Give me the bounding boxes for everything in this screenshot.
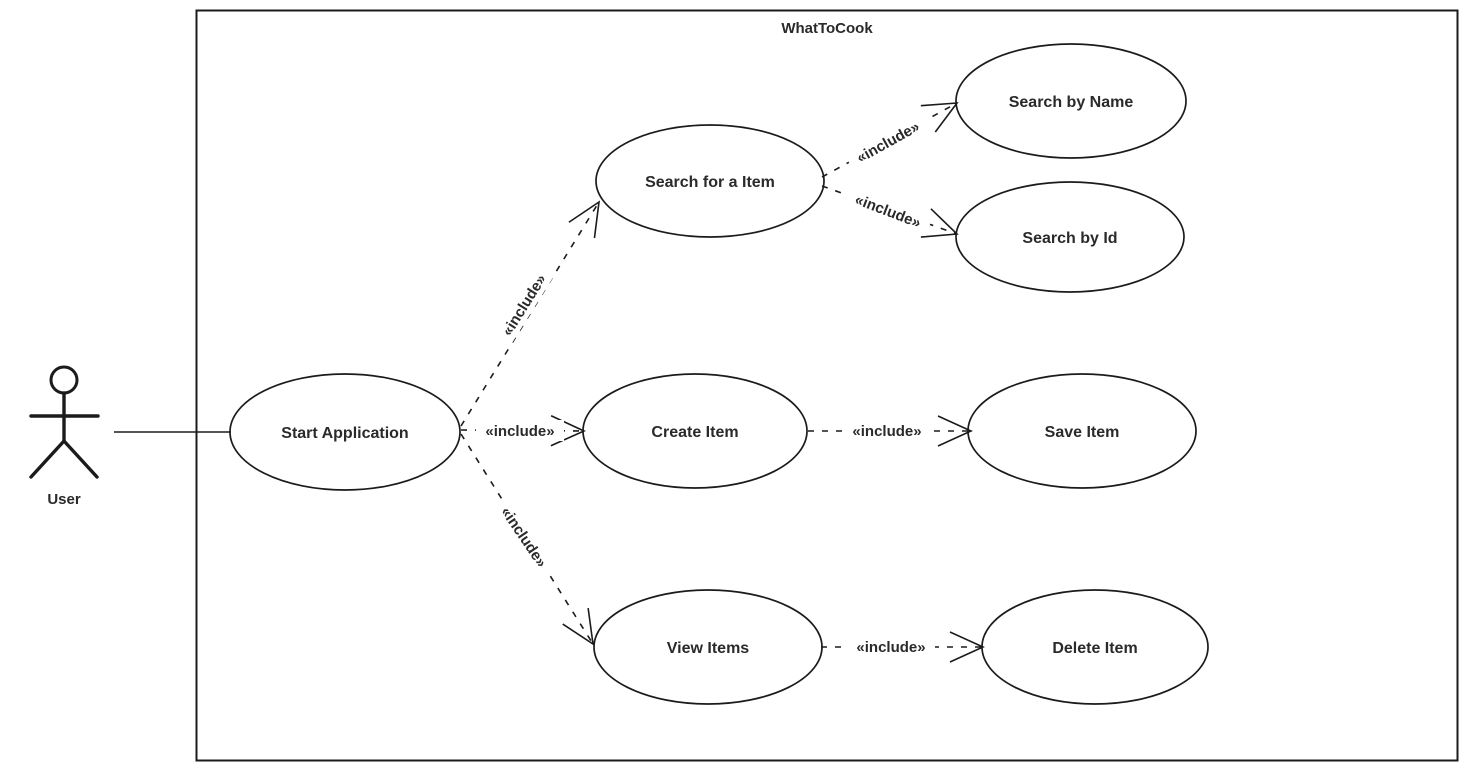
label-bg — [843, 420, 931, 441]
use-case-label: Search for a Item — [645, 174, 775, 191]
use-case-label: Start Application — [281, 425, 408, 442]
label-bg — [491, 494, 558, 580]
use-case-start-application: Start Application — [229, 373, 461, 491]
include-label-text: «include» — [856, 639, 925, 656]
actor-label: User — [47, 491, 81, 508]
label-bg — [844, 111, 932, 173]
ellipse — [595, 124, 825, 238]
include-label: «include» — [476, 420, 564, 441]
use-case-search-by-id: Search by Id — [955, 181, 1185, 293]
use-case-label: View Items — [667, 640, 750, 657]
use-case-label: Search by Name — [1009, 94, 1134, 111]
include-label-text: «include» — [485, 423, 554, 440]
use-case-label: Create Item — [651, 424, 738, 441]
use-case-search-for-a-item: Search for a Item — [595, 124, 825, 238]
ellipse — [955, 43, 1187, 159]
label-bg — [491, 261, 556, 348]
label-bg — [843, 184, 934, 237]
include-label: «include» — [847, 636, 935, 657]
system-title: WhatToCook — [781, 20, 873, 37]
use-case-create-item: Create Item — [582, 373, 808, 489]
actor-right-leg — [62, 439, 99, 479]
actor-head — [49, 365, 79, 395]
label-bg — [847, 636, 935, 657]
use-case-label: Search by Id — [1022, 230, 1117, 247]
use-case-label: Delete Item — [1052, 640, 1137, 657]
use-case-view-items: View Items — [593, 589, 823, 705]
actor-user: User — [29, 365, 100, 508]
use-case-label: Save Item — [1045, 424, 1120, 441]
include-label: «include» — [843, 420, 931, 441]
use-case-search-by-name: Search by Name — [955, 43, 1187, 159]
use-case-save-item: Save Item — [967, 373, 1197, 489]
include-edge-search-item-to-search-by-name — [821, 102, 959, 178]
use-case-delete-item: Delete Item — [981, 589, 1209, 705]
label-bg — [476, 420, 564, 441]
include-label-text: «include» — [852, 423, 921, 440]
actor-left-leg — [29, 439, 66, 479]
